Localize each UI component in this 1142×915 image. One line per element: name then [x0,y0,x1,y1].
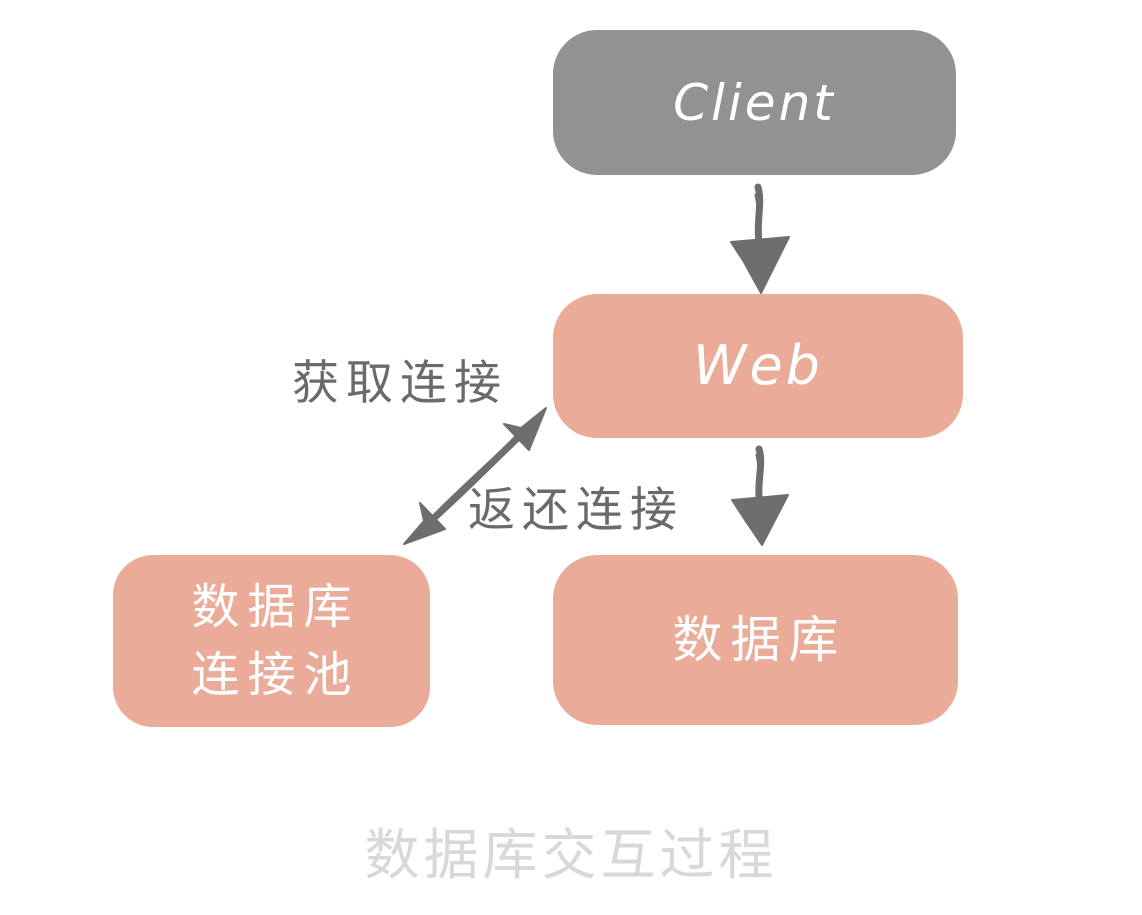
node-database-pool: 数据库 连接池 [113,555,430,727]
client-to-web-arrow [730,183,790,294]
diagram-caption: 数据库交互过程 [364,823,778,887]
edge-label-return-connection: 返还连接 [468,483,684,538]
node-database-label: 数据库 [672,610,847,669]
node-database-pool-label-line1: 数据库 [191,578,360,635]
node-database-pool-label-line2: 连接池 [191,647,360,703]
web-to-database-arrow [731,445,789,546]
node-web-label: Web [693,334,823,397]
edge-label-get-connection: 获取连接 [292,356,508,411]
node-database: 数据库 [553,555,958,725]
node-client-label: Client [673,73,836,132]
node-web: Web [553,294,963,438]
node-client: Client [553,30,956,175]
